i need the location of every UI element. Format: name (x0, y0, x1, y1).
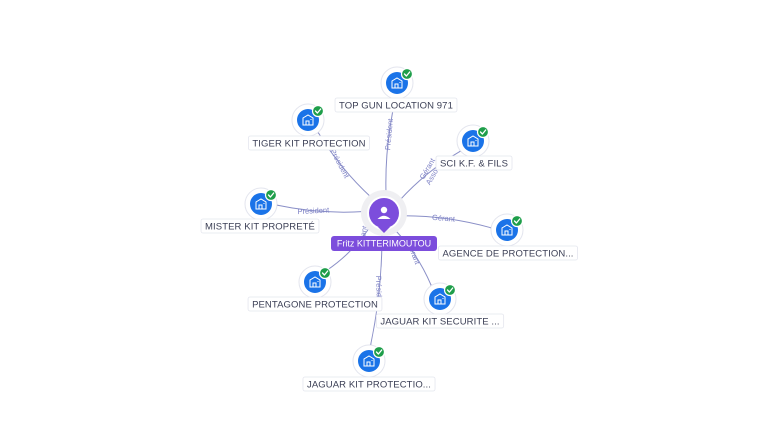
company-label-box (375, 313, 505, 329)
edge-role-label: Président (297, 205, 330, 216)
company-name: SCI K.F. & FILS (440, 158, 508, 169)
center-label-box (331, 236, 437, 251)
company-label-box (200, 218, 320, 234)
verified-check-icon (400, 67, 414, 81)
company-name: MISTER KIT PROPRETÉ (205, 221, 315, 232)
company-node-agence-protection[interactable]: AGENCE DE PROTECTION... (438, 213, 578, 261)
company-name: AGENCE DE PROTECTION... (442, 248, 573, 259)
edge-role-label: Gérant (432, 213, 457, 224)
verified-check-icon (311, 104, 325, 118)
building-icon (434, 293, 446, 305)
building-icon (391, 77, 403, 89)
company-node-sci-kf[interactable]: SCI K.F. & FILS (435, 124, 513, 171)
company-node-mister-kit[interactable]: MISTER KIT PROPRETÉ (200, 187, 320, 234)
building-icon (363, 355, 375, 367)
company-label-box (435, 155, 513, 171)
company-node-pentagone[interactable]: PENTAGONE PROTECTION (247, 265, 383, 312)
company-label-box (302, 376, 436, 392)
edge-mister-kit (274, 202, 365, 213)
edge-role-label: Président (374, 276, 384, 309)
company-node-tiger-kit[interactable]: TIGER KIT PROTECTION (247, 103, 371, 151)
verified-check-icon (318, 266, 332, 280)
verified-check-icon (476, 125, 490, 139)
company-name: PENTAGONE PROTECTION (252, 299, 378, 310)
company-name: TIGER KIT PROTECTION (252, 138, 365, 149)
company-node-top-gun[interactable]: TOP GUN LOCATION 971 (334, 66, 458, 113)
company-label-box (334, 97, 458, 113)
verified-check-icon (443, 283, 457, 297)
edge-role-label: Président (328, 147, 351, 180)
company-node-jaguar-securite[interactable]: JAGUAR KIT SECURITE ... (375, 282, 505, 329)
center-person-name: Fritz KITTERIMOUTOU (337, 239, 431, 249)
company-name: JAGUAR KIT SECURITE ... (380, 316, 499, 327)
building-icon (255, 198, 267, 210)
building-icon (501, 224, 513, 236)
center-pin-tip (378, 227, 390, 233)
verified-check-icon (372, 345, 386, 359)
building-icon (302, 114, 314, 126)
edge-role-label: Président (383, 117, 395, 150)
building-icon (309, 276, 321, 288)
company-label-box (247, 296, 383, 312)
verified-check-icon (510, 214, 524, 228)
edge-agence-protection (403, 215, 494, 231)
edge-pentagone (323, 226, 371, 274)
company-label-box (438, 245, 578, 261)
building-icon (467, 135, 479, 147)
company-name: JAGUAR KIT PROTECTIO... (307, 379, 431, 390)
company-node-jaguar-protection[interactable]: JAGUAR KIT PROTECTIO... (302, 344, 436, 392)
person-icon (377, 206, 391, 219)
edge-jaguar-securite (394, 229, 434, 289)
verified-check-icon (264, 188, 278, 202)
company-label-box (247, 135, 371, 151)
edge-sci-kf (399, 148, 464, 201)
center-person-node[interactable]: Fritz KITTERIMOUTOU (331, 190, 437, 251)
company-name: TOP GUN LOCATION 971 (339, 100, 453, 111)
